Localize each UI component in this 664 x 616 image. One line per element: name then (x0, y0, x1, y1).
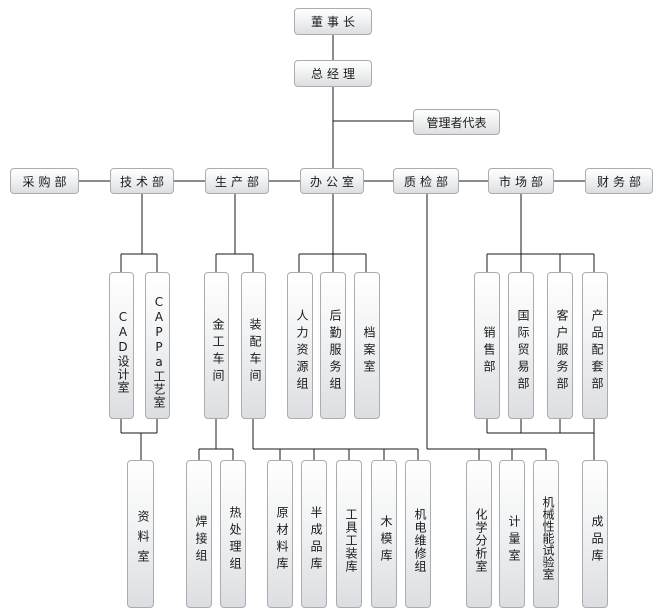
dept-office: 办公室 (300, 168, 364, 194)
unit-welding-group: 焊接组 (186, 460, 212, 608)
dept-finance: 财务部 (585, 168, 653, 194)
dept-quality-control: 质检部 (393, 168, 459, 194)
unit-chemical-analysis-room: 化学分析室 (466, 460, 492, 608)
management-representative-box: 管理者代表 (413, 109, 500, 135)
unit-international-trade: 国际贸易部 (508, 272, 534, 419)
unit-capp-process-room: CAPPa工艺室 (145, 272, 170, 419)
unit-heat-treatment-group: 热处理组 (220, 460, 246, 608)
unit-semi-finished-store: 半成品库 (301, 460, 327, 608)
dept-production: 生产部 (205, 168, 269, 194)
unit-data-room: 资料室 (127, 460, 154, 608)
chairman-box: 董事长 (294, 8, 372, 35)
unit-finished-goods-store: 成品库 (582, 460, 608, 608)
unit-hr-group: 人力资源组 (287, 272, 313, 419)
unit-archive-room: 档案室 (354, 272, 380, 419)
unit-cad-design-room: CAD设计室 (109, 272, 134, 419)
unit-metalworking-workshop: 金工车间 (204, 272, 229, 419)
unit-customer-service: 客户服务部 (547, 272, 573, 419)
general-manager-box: 总经理 (294, 60, 372, 87)
unit-metrology-room: 计量室 (499, 460, 525, 608)
unit-logistics-group: 后勤服务组 (320, 272, 346, 419)
dept-market: 市场部 (488, 168, 554, 194)
unit-tooling-store: 工具工装库 (336, 460, 362, 608)
unit-electromechanical-repair-group: 机电维修组 (405, 460, 431, 608)
dept-purchasing: 采购部 (10, 168, 79, 194)
unit-wood-mold-store: 木模库 (371, 460, 397, 608)
unit-mechanical-testing-lab: 机械性能试验室 (533, 460, 559, 608)
unit-product-support: 产品配套部 (582, 272, 608, 419)
unit-assembly-workshop: 装配车间 (241, 272, 266, 419)
unit-raw-material-store: 原材料库 (267, 460, 293, 608)
unit-sales: 销售部 (474, 272, 500, 419)
dept-technical: 技术部 (110, 168, 174, 194)
